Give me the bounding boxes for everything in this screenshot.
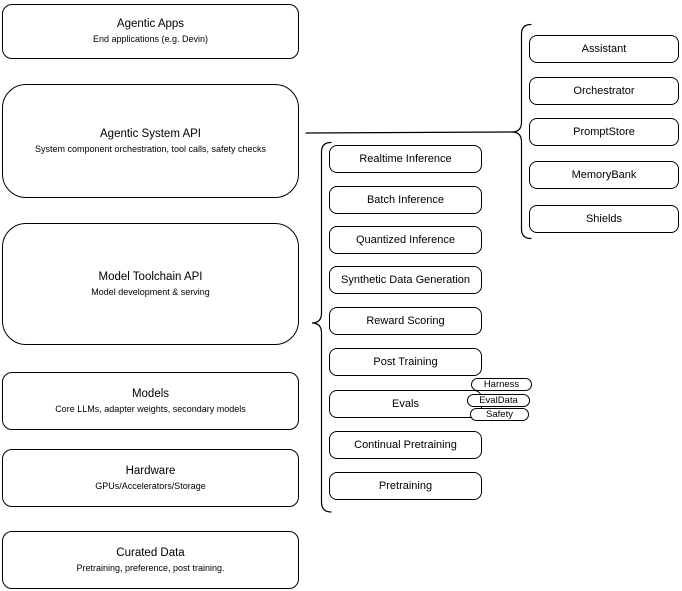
pill-harness: Harness bbox=[471, 378, 532, 391]
node-assistant: Assistant bbox=[529, 35, 679, 63]
node-model-toolchain-api: Model Toolchain API Model development & … bbox=[2, 223, 299, 345]
node-shields: Shields bbox=[529, 205, 679, 233]
node-curated-data: Curated Data Pretraining, preference, po… bbox=[2, 531, 299, 589]
node-quantized-inference: Quantized Inference bbox=[329, 226, 482, 254]
node-realtime-inference: Realtime Inference bbox=[329, 145, 482, 173]
toolchain-brace bbox=[311, 141, 332, 513]
node-pretraining: Pretraining bbox=[329, 472, 482, 500]
node-subtitle: End applications (e.g. Devin) bbox=[92, 34, 209, 44]
node-memorybank: MemoryBank bbox=[529, 161, 679, 189]
node-subtitle: Core LLMs, adapter weights, secondary mo… bbox=[55, 403, 246, 414]
node-post-training: Post Training bbox=[329, 348, 482, 376]
node-hardware: Hardware GPUs/Accelerators/Storage bbox=[2, 449, 299, 507]
pill-evaldata: EvalData bbox=[467, 394, 530, 407]
node-reward-scoring: Reward Scoring bbox=[329, 307, 482, 335]
node-agentic-system-api: Agentic System API System component orch… bbox=[2, 84, 299, 198]
node-evals: Evals bbox=[329, 390, 482, 418]
node-subtitle: Model development & serving bbox=[91, 286, 210, 297]
node-batch-inference: Batch Inference bbox=[329, 186, 482, 214]
pill-safety: Safety bbox=[470, 408, 529, 421]
components-brace bbox=[511, 23, 532, 240]
node-continual-pretraining: Continual Pretraining bbox=[329, 431, 482, 459]
node-agentic-apps: Agentic Apps End applications (e.g. Devi… bbox=[2, 4, 299, 59]
node-title: Model Toolchain API bbox=[98, 270, 203, 283]
node-synthetic-data-generation: Synthetic Data Generation bbox=[329, 266, 482, 294]
node-title: Agentic Apps bbox=[116, 18, 185, 30]
node-title: Hardware bbox=[125, 464, 176, 477]
node-orchestrator: Orchestrator bbox=[529, 77, 679, 105]
system-api-to-components-line bbox=[305, 131, 513, 134]
node-subtitle: Pretraining, preference, post training. bbox=[76, 562, 225, 573]
node-title: Models bbox=[131, 387, 170, 400]
node-subtitle: System component orchestration, tool cal… bbox=[34, 143, 267, 154]
node-models: Models Core LLMs, adapter weights, secon… bbox=[2, 372, 299, 430]
node-title: Agentic System API bbox=[100, 127, 201, 140]
node-title: Curated Data bbox=[116, 546, 185, 559]
node-subtitle: GPUs/Accelerators/Storage bbox=[95, 480, 206, 491]
node-promptstore: PromptStore bbox=[529, 118, 679, 146]
